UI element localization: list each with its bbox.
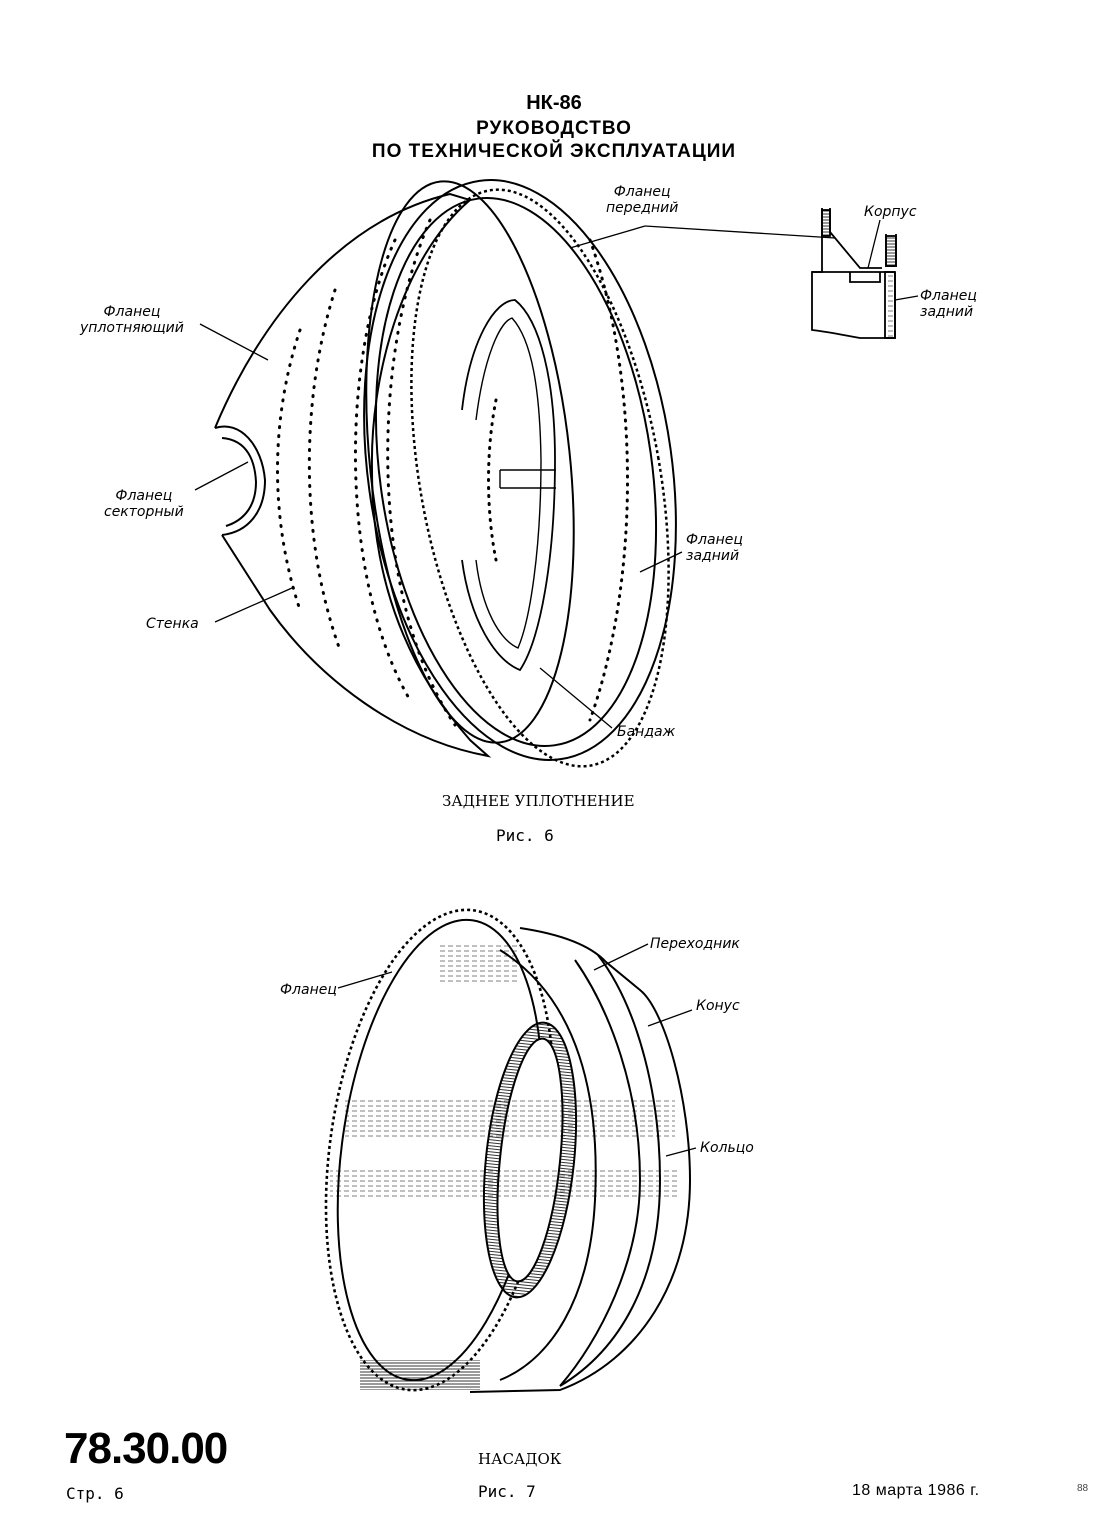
label-flange-sector-line2: секторный <box>104 504 184 520</box>
sector-flange-outline <box>214 425 267 536</box>
label-flange-rear-detail: Фланец задний <box>920 288 977 320</box>
seal-wall <box>214 192 492 758</box>
label-flange-rear-line1: Фланец <box>686 532 743 548</box>
fig6-leader-lines <box>194 219 919 729</box>
label-flange: Фланец <box>280 982 337 998</box>
revision-date: 18 марта 1986 г. <box>852 1482 980 1499</box>
label-flange-sector: Фланец секторный <box>104 488 184 520</box>
label-flange-rear-detail-line2: задний <box>920 304 974 320</box>
label-flange-rear: Фланец задний <box>686 532 743 564</box>
nozzle-drawing <box>324 908 692 1393</box>
rear-seal-drawing <box>214 179 677 768</box>
flange-detail-section <box>811 208 897 339</box>
manual-subtitle: ПО ТЕХНИЧЕСКОЙ ЭКСПЛУАТАЦИИ <box>371 141 737 162</box>
label-wall: Стенка <box>146 616 199 632</box>
label-flange-sealing: Фланец уплотняющий <box>80 304 184 336</box>
label-flange-front-line2: передний <box>606 200 679 216</box>
section-code: 78.30.00 <box>64 1424 228 1473</box>
label-cone: Конус <box>696 998 740 1014</box>
label-flange-sealing-line2: уплотняющий <box>80 320 184 336</box>
label-ring: Кольцо <box>700 1140 754 1156</box>
label-flange-sector-line1: Фланец <box>115 488 173 504</box>
label-adapter: Переходник <box>650 936 740 952</box>
label-flange-front-line1: Фланец <box>613 184 671 200</box>
label-band: Бандаж <box>617 724 676 740</box>
label-flange-rear-line2: задний <box>686 548 740 564</box>
manual-title: РУКОВОДСТВО <box>476 118 632 139</box>
engine-title: НК-86 <box>526 92 582 114</box>
figure6-caption-title: ЗАДНЕЕ УПЛОТНЕНИЕ <box>442 792 635 810</box>
label-flange-sealing-line1: Фланец <box>103 304 161 320</box>
figure7-caption-title: НАСАДОК <box>478 1450 562 1468</box>
figure6-caption-number: Рис. 6 <box>496 826 554 845</box>
page-number: Стр. 6 <box>66 1484 124 1503</box>
figure7-caption-number: Рис. 7 <box>478 1482 536 1501</box>
fig7-leader-lines <box>337 943 697 1157</box>
label-flange-rear-detail-line1: Фланец <box>920 288 977 304</box>
label-housing: Корпус <box>864 204 917 220</box>
label-flange-front: Фланец передний <box>606 184 678 216</box>
margin-mark: 88 <box>1077 1483 1089 1494</box>
